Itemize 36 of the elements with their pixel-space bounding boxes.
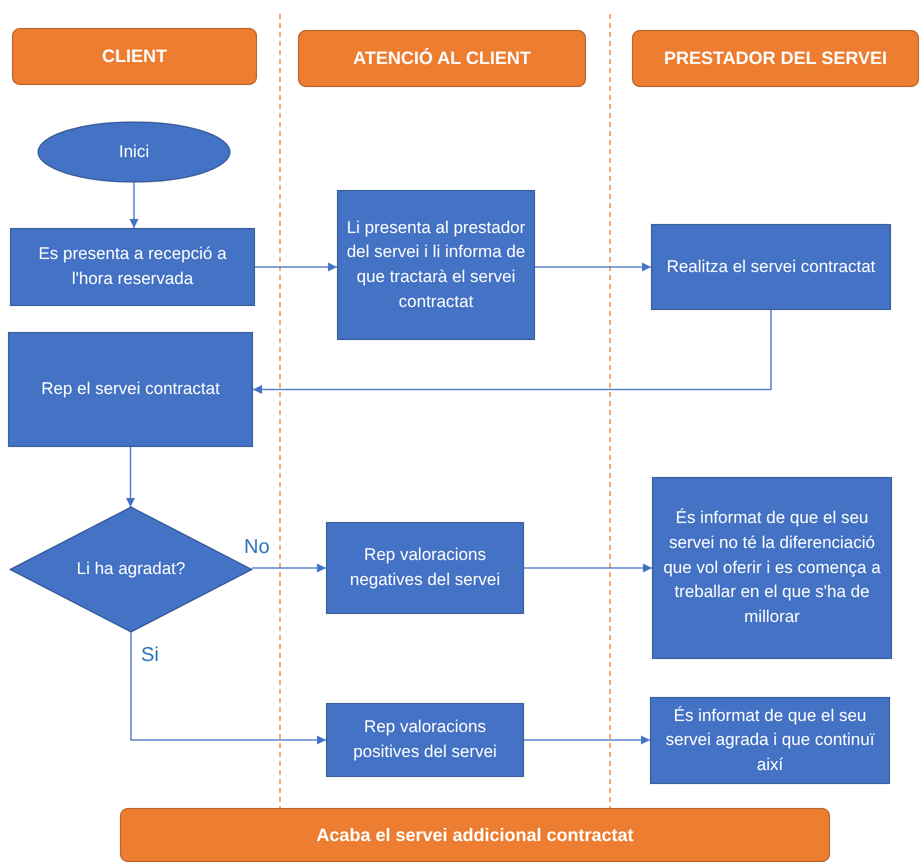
node-text: Inici xyxy=(118,140,150,163)
process-box xyxy=(652,477,892,659)
arrow xyxy=(130,632,326,745)
process-box xyxy=(10,228,255,306)
arrow xyxy=(524,735,650,745)
process-box xyxy=(8,332,253,447)
arrow xyxy=(129,182,139,228)
node-text: És informat de que el seu servei no té la diferenciació que vol oferir i es comença a treballar en el que s'ha de millorar xyxy=(662,507,882,628)
arrow xyxy=(535,262,651,272)
node-text: Li ha agradat? xyxy=(76,558,186,580)
node-text: Li presenta al prestador del servei i li informa de que tractarà el servei contractat xyxy=(346,216,526,313)
lane-header xyxy=(298,30,586,87)
start-ellipse xyxy=(38,122,230,182)
arrow xyxy=(524,563,652,573)
arrow xyxy=(255,262,337,272)
lane-header xyxy=(120,808,830,862)
node-text: És informat de que el seu servei agrada i que continuï així xyxy=(664,704,876,776)
process-box xyxy=(650,697,890,784)
node-text: ATENCIÓ AL CLIENT xyxy=(353,47,531,70)
node-text: Es presenta a recepció a l'hora reservada xyxy=(37,243,228,290)
node-text: Rep el servei contractat xyxy=(41,378,220,400)
arrow xyxy=(253,310,772,394)
node-text: CLIENT xyxy=(102,45,167,68)
node-text: Rep valoracions negatives del servei xyxy=(348,544,502,591)
process-box xyxy=(326,522,524,614)
arrow xyxy=(252,563,326,573)
node-text: PRESTADOR DEL SERVEI xyxy=(664,47,888,70)
arrow xyxy=(126,447,136,507)
process-box xyxy=(326,703,524,777)
node-text: Rep valoracions positives del servei xyxy=(352,716,498,763)
lane-header xyxy=(12,28,257,85)
node-text: Realitza el servei contractat xyxy=(666,256,876,278)
process-box xyxy=(651,224,891,310)
process-box xyxy=(337,190,535,340)
node-text: Acaba el servei addicional contractat xyxy=(316,824,634,847)
lane-header xyxy=(632,30,919,87)
